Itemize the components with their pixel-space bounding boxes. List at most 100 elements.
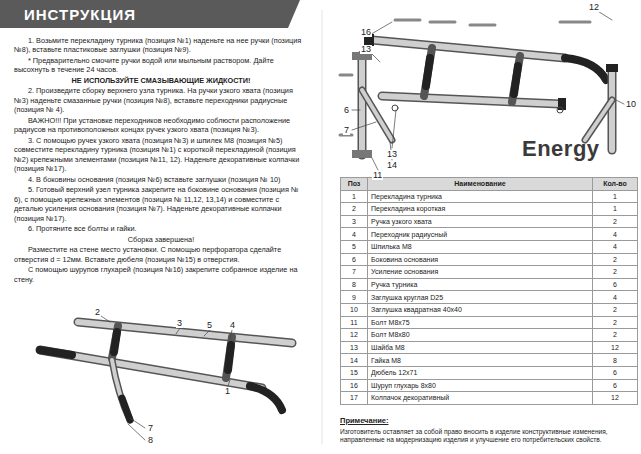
table-cell: Усиление основания (368, 266, 593, 279)
cell-text: Колпачок декоративный (371, 394, 449, 401)
cell-text: 2 (613, 319, 617, 326)
table-cell: 2 (593, 329, 638, 342)
table-cell: 1 (341, 190, 368, 203)
cell-text: 12 (611, 394, 619, 401)
cell-text: Дюбель 12х71 (371, 369, 417, 376)
instruction-step: 1. Возьмите перекладину турника (позиция… (14, 36, 308, 55)
instruction-step: НЕ ИСПОЛЬЗУЙТЕ СМАЗЫВАЮЩИЕ ЖИДКОСТИ! (14, 76, 308, 85)
cell-text: 2 (613, 306, 617, 313)
table-row: 6Боковина основания2 (341, 253, 638, 266)
table-row: 15Дюбель 12х71 6 (341, 366, 638, 379)
callout-number: 10 (625, 100, 637, 109)
note-heading: Примечание: (340, 416, 388, 425)
cell-text: 2 (613, 268, 617, 275)
instruction-step: Сборка завершена! (14, 235, 308, 244)
cell-text: 12 (611, 344, 619, 351)
cell-text: 6 (613, 382, 617, 389)
note-text: Изготовитель оставляет за собой право вн… (340, 428, 636, 444)
table-cell: 1 (593, 203, 638, 216)
table-cell: 15 (341, 366, 368, 379)
table-cell: 6 (593, 366, 638, 379)
cell-text: 12 (350, 331, 358, 338)
table-cell: Дюбель 12х71 (368, 366, 593, 379)
cell-text: 6 (613, 281, 617, 288)
table-cell: 12 (341, 329, 368, 342)
table-row: 11Болт М8х752 (341, 316, 638, 329)
table-cell: 13 (341, 341, 368, 354)
callout-number: 1 (224, 387, 231, 396)
cell-text: Перекладина короткая (371, 205, 445, 212)
cell-text: 2 (613, 256, 617, 263)
table-cell: 14 (341, 354, 368, 367)
instruction-step: Разместите на стене место установки. С п… (14, 245, 308, 264)
instruction-step: ВАЖНО!!! При установке переходников необ… (14, 116, 308, 135)
cell-text: Ручка узкого хвата (371, 218, 432, 225)
table-row: 3 Ручка узкого хвата 2 (341, 215, 638, 228)
cell-text: Ручка турника (371, 281, 417, 288)
table-cell: 1 (593, 190, 638, 203)
cell-text: 9 (352, 294, 356, 301)
table-cell: 2 (341, 203, 368, 216)
cell-text: Шайба М8 (371, 344, 405, 351)
cell-text: 5 (352, 243, 356, 250)
cell-text: 2 (613, 331, 617, 338)
brand-logo: Energy (522, 136, 600, 162)
table-cell: 12 (593, 392, 638, 405)
cell-text: 1 (613, 205, 617, 212)
instruction-step: 3. С помощью ручек узкого хвата (позиция… (14, 136, 308, 174)
cell-text: Наименование (454, 180, 505, 187)
table-cell: Ручка турника (368, 278, 593, 291)
table-cell: Колпачок декоративный (368, 392, 593, 405)
callout-number: 7 (147, 424, 154, 433)
table-row: 16Шуруп глухарь 8х80 6 (341, 379, 638, 392)
instruction-step: * Предварительно смочите ручки водой или… (14, 56, 308, 75)
cell-text: 2 (613, 218, 617, 225)
cell-text: Переходник радиусный (371, 231, 447, 238)
sheet-title: ИНСТРУКЦИЯ (24, 6, 136, 23)
table-cell: 6 (593, 278, 638, 291)
cell-text: 8 (613, 357, 617, 364)
table-cell: 2 (593, 253, 638, 266)
cell-text: Шпилька М8 (371, 243, 412, 250)
callout-number: 16 (360, 28, 372, 37)
table-cell: 11 (341, 316, 368, 329)
cell-text: Поз (348, 180, 361, 187)
table-cell: 4 (593, 228, 638, 241)
cell-text: Шуруп глухарь 8х80 (371, 382, 436, 389)
instruction-step: 6. Протяните все болты и гайки. (14, 224, 308, 233)
table-cell: Заглушка круглая D25 (368, 291, 593, 304)
callout-number: 13 (386, 150, 398, 159)
table-cell: Перекладина короткая (368, 203, 593, 216)
table-cell: 9 (341, 291, 368, 304)
instruction-step: 4. В боковины основания (позиция №6) вст… (14, 175, 308, 184)
cell-text: 8 (352, 281, 356, 288)
cell-text: 14 (350, 357, 358, 364)
table-cell: 2 (593, 303, 638, 316)
cell-text: Перекладина турника (371, 193, 442, 200)
cell-text: 4 (613, 243, 617, 250)
parts-table: ПозНаименованиеКол-во1Перекладина турник… (340, 177, 638, 405)
table-row: 1Перекладина турника1 (341, 190, 638, 203)
instruction-text: 1. Возьмите перекладину турника (позиция… (14, 36, 308, 285)
table-cell: 8 (593, 354, 638, 367)
cell-text: 3 (352, 218, 356, 225)
cell-text: Усиление основания (371, 268, 438, 275)
exploded-view (340, 10, 624, 170)
cell-text: Заглушка круглая D25 (371, 294, 443, 301)
table-cell: 16 (341, 379, 368, 392)
cell-text: 2 (352, 205, 356, 212)
callout-number: 7 (343, 126, 350, 135)
table-cell: 2 (593, 266, 638, 279)
table-cell: 2 (593, 215, 638, 228)
callout-number: 13 (360, 45, 372, 54)
cell-text: 4 (613, 231, 617, 238)
table-cell: 6 (593, 379, 638, 392)
table-row: 9Заглушка круглая D254 (341, 291, 638, 304)
table-cell: 8 (341, 278, 368, 291)
cell-text: Кол-во (603, 180, 627, 187)
callout-number: 4 (229, 321, 236, 330)
cell-text: 4 (352, 231, 356, 238)
table-cell: Переходник радиусный (368, 228, 593, 241)
table-cell: Ручка узкого хвата (368, 215, 593, 228)
